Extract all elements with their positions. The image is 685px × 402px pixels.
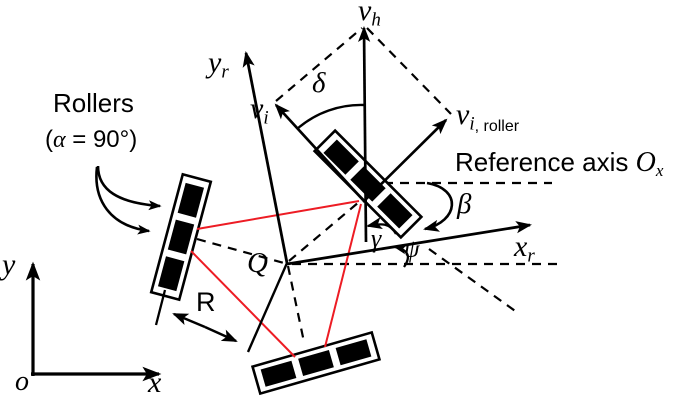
dashed-center-to-bottom-hub (286, 265, 306, 343)
dashed-left-hub-to-center (196, 237, 285, 265)
label-world-x: x (148, 366, 162, 399)
wheel-roller-segment (298, 349, 334, 377)
rollers-callout-arrow-upper (96, 165, 162, 211)
wheel-axis-extension-line (154, 289, 167, 326)
wheel-roller-segment (335, 339, 372, 366)
wheels (149, 128, 424, 396)
label-robot-y-axis: yr (208, 46, 229, 83)
velocity-vectors (274, 26, 448, 243)
wheel-velocity-arrow (274, 103, 364, 201)
bottom-wheel (250, 330, 382, 396)
dashed-construction-lines (196, 27, 563, 343)
radius-measure (154, 289, 238, 343)
wheel-roller-segment (377, 193, 413, 229)
radius-double-arrow-right (204, 325, 238, 343)
wheel-roller-segment (177, 182, 205, 218)
psi-angle-arrow (393, 244, 410, 268)
wheel-roller-segment (157, 256, 185, 292)
rollers-callout (95, 165, 162, 235)
label-gamma-angle: γ (371, 224, 382, 253)
wheel-link-top-bottom (324, 203, 362, 348)
wheel-link-left-bottom (190, 250, 296, 358)
world-frame (25, 261, 162, 382)
label-beta-angle: β (457, 188, 472, 220)
label-robot-x-axis: xr (514, 230, 535, 267)
label-wheel-radius: R (196, 287, 216, 317)
rollers-callout-arrow-lower (95, 166, 151, 235)
parallelogram-dashed-right (366, 27, 452, 115)
dashed-diagonal-from-hub (428, 248, 519, 314)
label-world-origin: o (15, 366, 29, 397)
label-rollers-alpha: (α = 90°) (45, 126, 138, 153)
label-roller-velocity: vi, roller (456, 98, 520, 136)
wheel-roller-segment (167, 219, 195, 255)
wheel-link-triangle (190, 200, 362, 358)
label-delta-angle: δ (312, 67, 326, 99)
wheel-roller-segment (323, 139, 359, 175)
center-radius-line (246, 262, 289, 353)
radius-double-arrow-left (172, 312, 206, 329)
robot-x-axis-arrow (286, 221, 532, 266)
label-wheel-velocity: vi (250, 92, 269, 129)
delta-angle-arc (296, 103, 366, 130)
wheel-roller-segment (350, 166, 386, 202)
label-rollers-title: Rollers (53, 88, 134, 118)
angle-marks (296, 103, 454, 268)
robot-y-axis-arrow (242, 51, 289, 264)
label-world-y: y (2, 248, 16, 281)
roller-velocity-arrow (362, 118, 448, 203)
wheel-roller-segment (260, 360, 297, 387)
robot-axes (242, 51, 532, 353)
left-wheel (149, 172, 213, 302)
label-reference-axis: Reference axis Ox (455, 147, 664, 181)
beta-angle-arrow (423, 181, 454, 232)
hub-velocity-arrow (358, 26, 371, 243)
label-psi-angle: ψ (404, 236, 420, 263)
gamma-angle-arrow (366, 217, 398, 235)
parallelogram-dashed-left (275, 27, 363, 102)
label-hub-velocity: vh (358, 0, 381, 31)
label-robot-center: Q (247, 247, 268, 279)
